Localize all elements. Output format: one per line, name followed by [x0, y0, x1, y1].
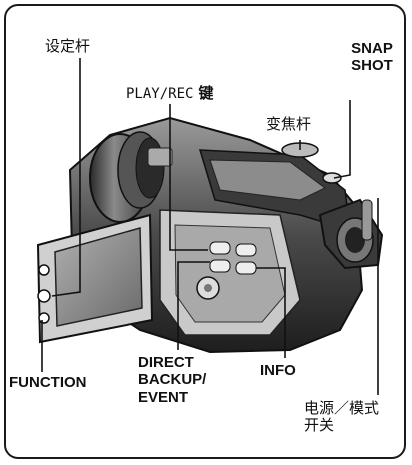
- lcd-monitor: [36, 213, 154, 344]
- label-info: INFO: [260, 362, 296, 379]
- label-power-mode-line2: 开关: [304, 416, 335, 435]
- label-play-rec-text: PLAY/REC: [126, 86, 194, 102]
- label-snapshot-line1: SNAP: [351, 40, 393, 57]
- label-direct-line2: BACKUP/: [138, 371, 207, 389]
- lens-barrel: [89, 131, 173, 223]
- side-buttons: [196, 241, 257, 300]
- label-snapshot-line2: SHOT: [351, 57, 393, 75]
- label-zoom-lever: 变焦杆: [266, 115, 312, 133]
- label-power-mode-line1: 电源／模式: [304, 399, 380, 417]
- label-direct-backup: DIRECT BACKUP/ EVENT: [138, 354, 206, 406]
- label-direct-line1: DIRECT: [138, 354, 194, 371]
- callout-lines: [41, 58, 379, 395]
- label-play-rec: PLAY/REC 键: [126, 84, 214, 102]
- label-direct-line3: EVENT: [138, 388, 189, 406]
- label-function: FUNCTION: [9, 374, 87, 391]
- power-mode-switch: [361, 199, 373, 241]
- label-setting-lever: 设定杆: [45, 37, 91, 55]
- label-snapshot: SNAP SHOT: [342, 40, 402, 75]
- label-play-rec-key: 键: [198, 84, 214, 102]
- label-power-mode: 电源／模式 开关: [304, 399, 380, 435]
